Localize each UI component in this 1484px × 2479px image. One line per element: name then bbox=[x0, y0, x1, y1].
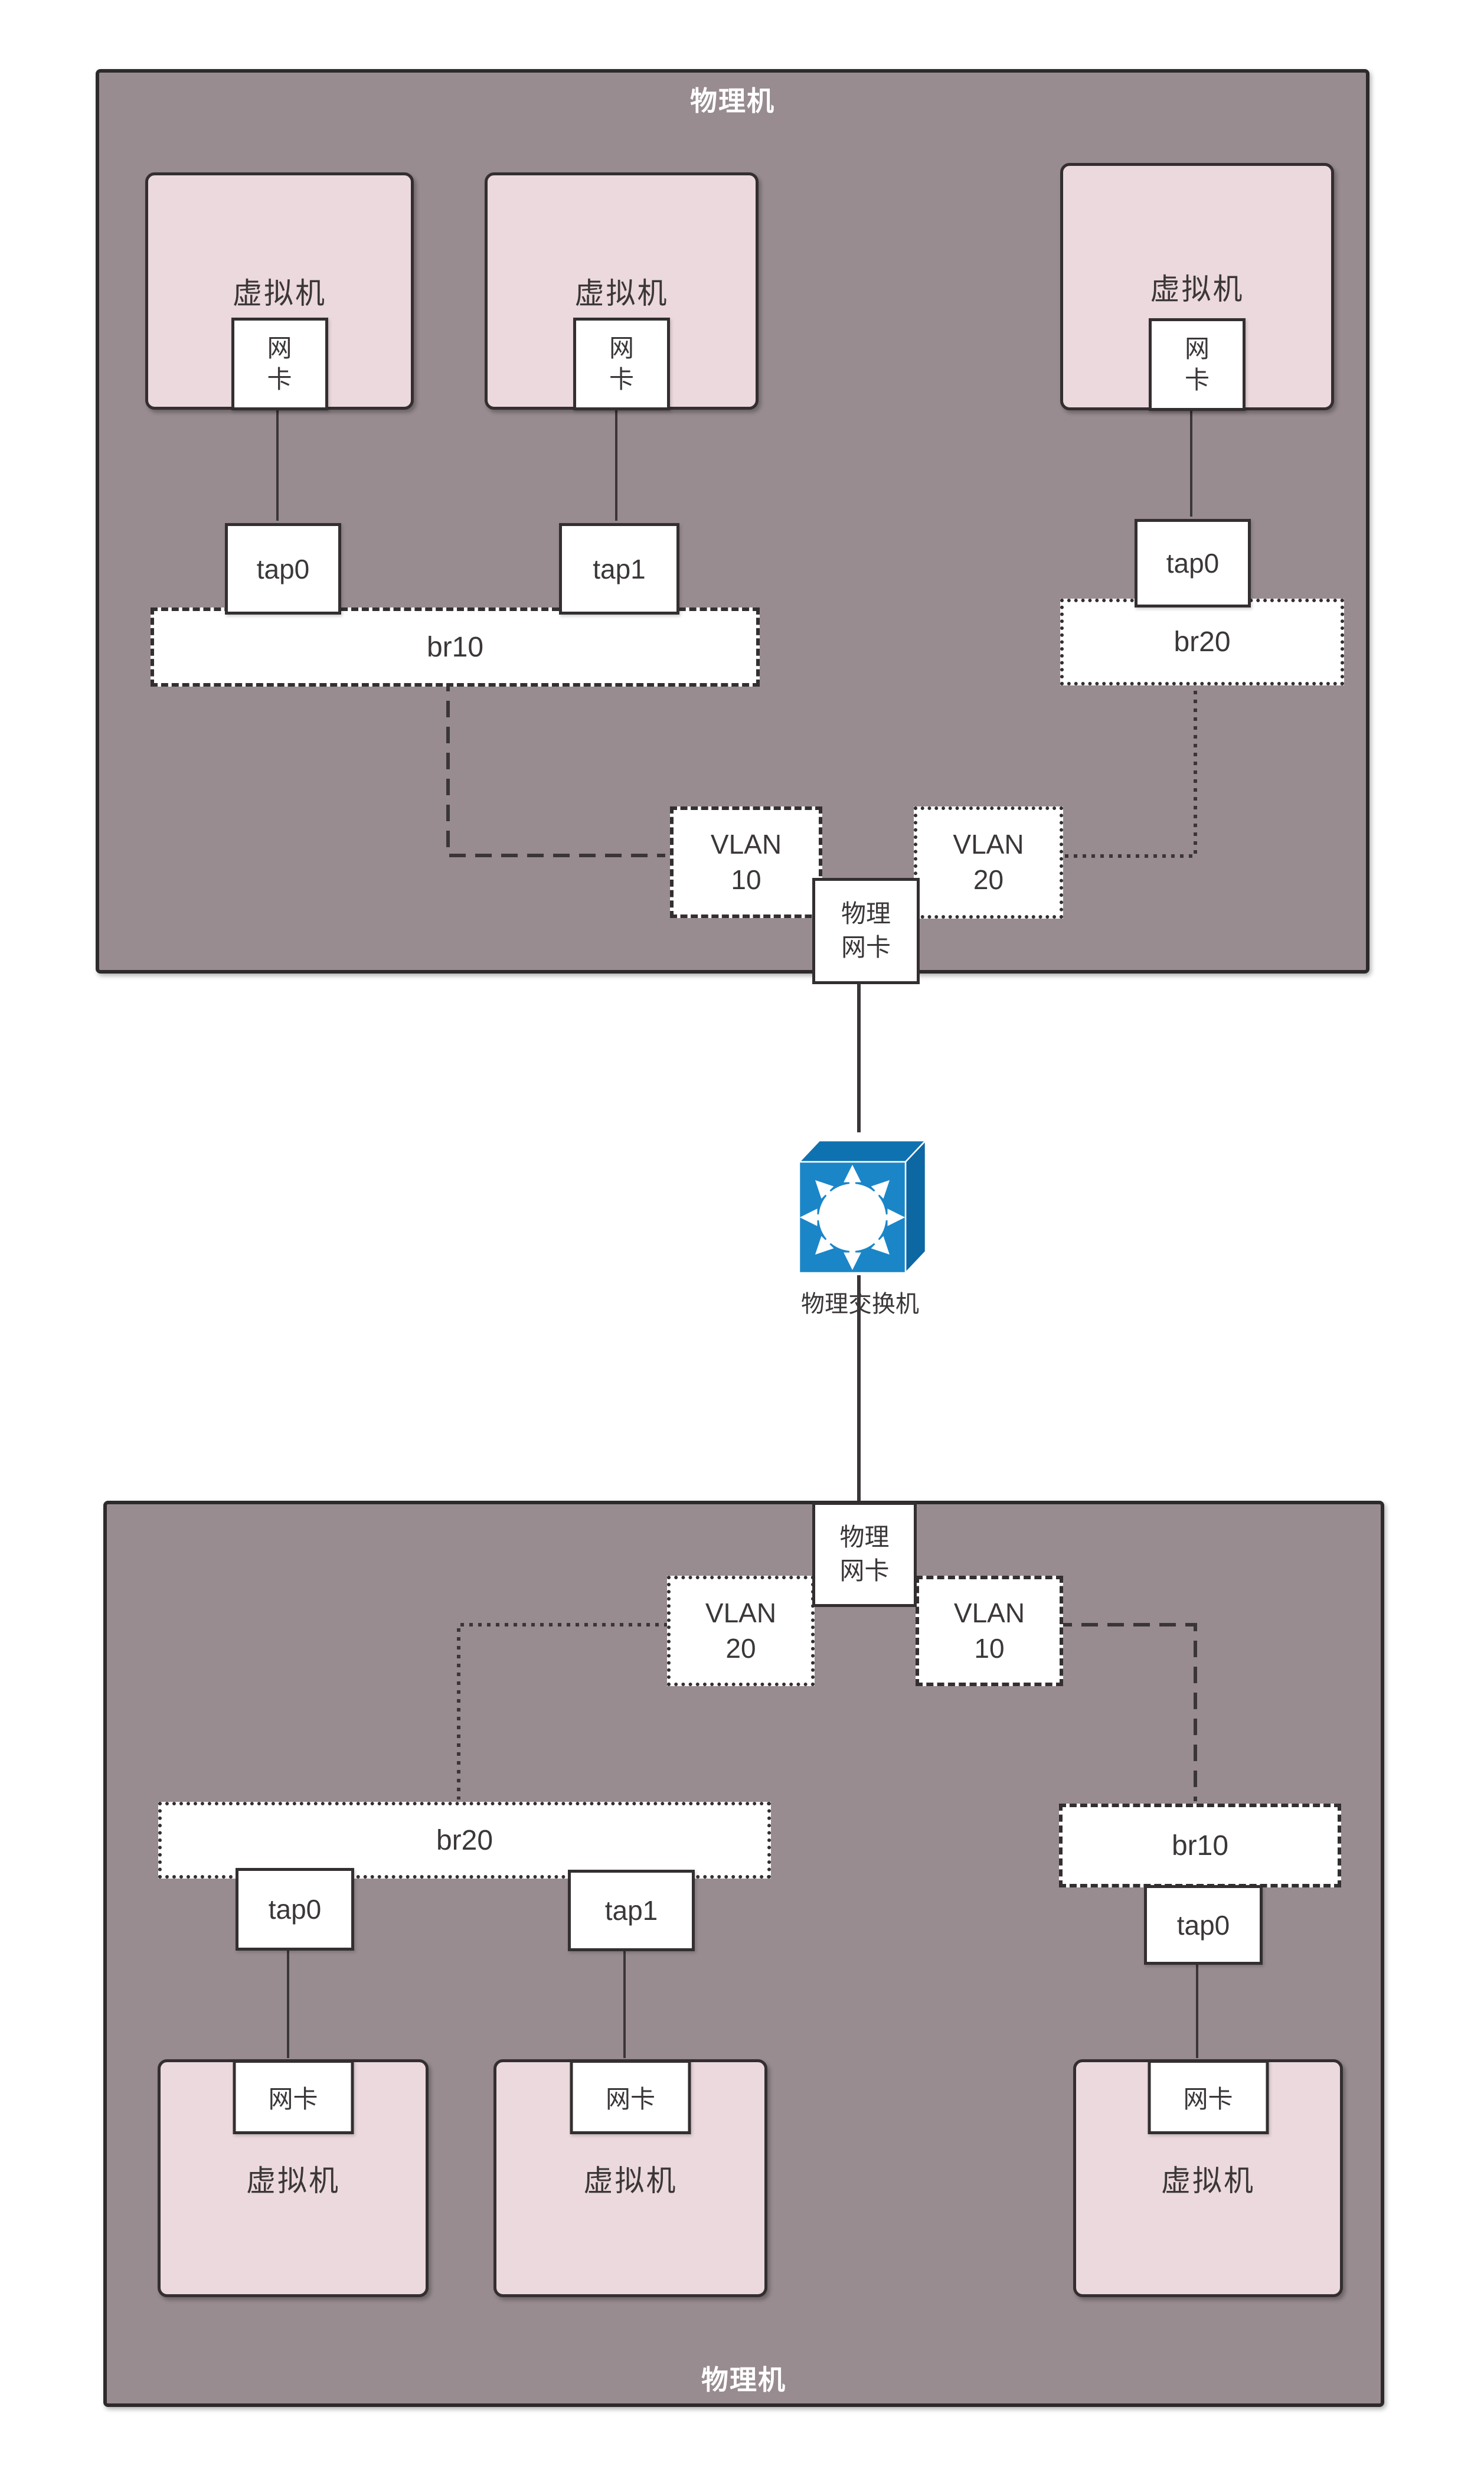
physical-nic-box: 物理 网卡 bbox=[812, 1502, 917, 1607]
vm-nic-box: 网卡 bbox=[233, 2060, 354, 2134]
vm-label: 虚拟机 bbox=[233, 277, 326, 310]
vm-label: 虚拟机 bbox=[1150, 272, 1244, 306]
vm-nic-box: 网卡 bbox=[1148, 2060, 1269, 2134]
tap-box: tap0 bbox=[1135, 519, 1251, 607]
vlan-20-box: VLAN 20 bbox=[914, 806, 1063, 919]
vm-label: 虚拟机 bbox=[1161, 2164, 1255, 2197]
vm-box: 虚拟机 网 卡 bbox=[1060, 163, 1334, 411]
physical-switch-icon bbox=[791, 1131, 930, 1277]
bridge-br20: br20 bbox=[1060, 599, 1344, 685]
tap-box: tap1 bbox=[568, 1870, 695, 1951]
tap-box: tap0 bbox=[1144, 1885, 1263, 1965]
tap-box: tap0 bbox=[225, 523, 341, 615]
physical-nic-box: 物理 网卡 bbox=[812, 878, 920, 984]
vm-nic-box: 网卡 bbox=[570, 2060, 691, 2134]
vm-box: 网卡 虚拟机 bbox=[1073, 2059, 1343, 2297]
bridge-br10: br10 bbox=[1059, 1804, 1341, 1887]
vm-box: 虚拟机 网 卡 bbox=[485, 172, 759, 410]
bridge-br20: br20 bbox=[158, 1802, 771, 1879]
vlan-10-box: VLAN 10 bbox=[916, 1576, 1063, 1686]
vm-label: 虚拟机 bbox=[246, 2164, 340, 2197]
vm-box: 虚拟机 网 卡 bbox=[145, 172, 414, 410]
vm-nic-box: 网 卡 bbox=[1149, 318, 1246, 411]
machine-title: 物理机 bbox=[690, 86, 775, 116]
vm-nic-box: 网 卡 bbox=[573, 318, 670, 410]
tap-box: tap1 bbox=[559, 523, 679, 615]
vlan-10-box: VLAN 10 bbox=[670, 806, 822, 918]
vlan-20-box: VLAN 20 bbox=[667, 1576, 815, 1686]
vm-label: 虚拟机 bbox=[583, 2164, 678, 2197]
physical-switch-label: 物理交换机 bbox=[801, 1291, 919, 1317]
vm-box: 网卡 虚拟机 bbox=[493, 2059, 767, 2297]
physical-machine-top: 物理机 虚拟机 网 卡 虚拟机 网 卡 虚拟机 网 卡 tap0 tap1 ta… bbox=[96, 69, 1369, 984]
bridge-br10: br10 bbox=[151, 607, 760, 687]
tap-box: tap0 bbox=[236, 1868, 354, 1951]
vm-label: 虚拟机 bbox=[574, 277, 669, 310]
machine-title: 物理机 bbox=[701, 2364, 786, 2395]
physical-machine-bottom: 物理 网卡 VLAN 20 VLAN 10 br20 br10 tap0 tap… bbox=[103, 1501, 1384, 2407]
vm-nic-box: 网 卡 bbox=[231, 318, 328, 410]
vm-box: 网卡 虚拟机 bbox=[158, 2059, 429, 2297]
